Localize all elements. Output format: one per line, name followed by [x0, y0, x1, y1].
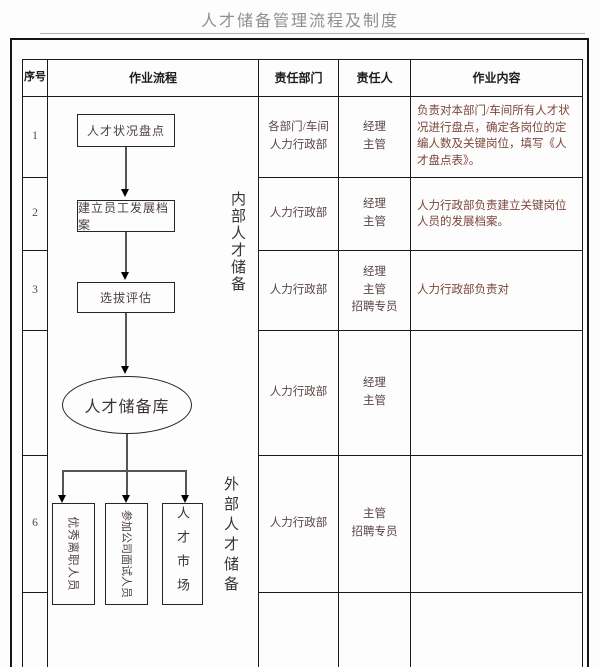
row2-content: 人力行政部负责建立关键岗位人员的发展档案。: [411, 178, 583, 251]
branch-line: [62, 470, 186, 472]
column-header-content: 作业内容: [411, 60, 583, 97]
process-table: 序号 作业流程 责任部门 责任人 作业内容 1 各部门/车间 人力行政部 经理 …: [22, 59, 583, 667]
row1-no: 1: [23, 97, 48, 178]
row4-dept: 人力行政部: [259, 331, 339, 456]
row1-dept: 各部门/车间 人力行政部: [259, 97, 339, 178]
flowchart-merged-cell: [48, 97, 259, 667]
row6-dept: 人力行政部: [259, 456, 339, 593]
flow-branch-departed-staff-label: 优秀离职人员: [66, 516, 79, 592]
arrow-down-icon: [181, 495, 189, 503]
column-header-dept: 责任部门: [259, 60, 339, 97]
flow-branch-interviewees: 参加公司面试人员: [105, 503, 148, 605]
flow-branch-departed-staff: 优秀离职人员: [52, 503, 95, 605]
row2-dept: 人力行政部: [259, 178, 339, 251]
connector-line: [62, 470, 64, 495]
flow-branch-talent-market-label: 人才市场: [175, 506, 190, 602]
arrow-down-icon: [122, 495, 130, 503]
connector-line: [125, 147, 127, 189]
arrow-down-icon: [121, 272, 129, 280]
flow-node-talent-pool: 人才储备库: [62, 376, 192, 434]
page-title: 人才储备管理流程及制度: [200, 13, 399, 30]
document-outer-border: [10, 38, 589, 667]
column-header-no: 序号: [23, 60, 48, 97]
row7-dept: [259, 593, 339, 667]
section-label-external-reserve: 外部人才储备: [222, 476, 238, 596]
arrow-down-icon: [58, 495, 66, 503]
row3-dept: 人力行政部: [259, 251, 339, 331]
flow-branch-interviewees-label: 参加公司面试人员: [119, 510, 132, 598]
row7-content: [411, 593, 583, 667]
column-header-process: 作业流程: [48, 60, 259, 97]
row2-person: 经理 主管: [339, 178, 411, 251]
row7-person: [339, 593, 411, 667]
row2-no: 2: [23, 178, 48, 251]
row7-no: [23, 593, 48, 667]
arrow-down-icon: [121, 189, 129, 197]
connector-line: [185, 470, 187, 495]
row4-content: [411, 331, 583, 456]
flow-branch-talent-market: 人才市场: [162, 503, 203, 605]
row1-content: 负责对本部门/车间所有人才状况进行盘点，确定各岗位的定编人数及关键岗位，填写《人…: [411, 97, 583, 178]
row6-no: 6: [23, 456, 48, 593]
flow-step-selection-evaluation: 选拔评估: [77, 282, 175, 313]
row6-content: [411, 456, 583, 593]
arrow-down-icon: [121, 366, 129, 374]
row4-no: [23, 331, 48, 456]
column-header-person: 责任人: [339, 60, 411, 97]
connector-line: [126, 434, 128, 471]
section-label-internal-reserve: 内部人才储备: [229, 191, 245, 293]
row4-person: 经理 主管: [339, 331, 411, 456]
row3-person: 经理 主管 招聘专员: [339, 251, 411, 331]
title-underline: [40, 33, 585, 34]
connector-line: [125, 232, 127, 272]
flow-step-talent-inventory: 人才状况盘点: [77, 114, 175, 147]
row1-person: 经理 主管: [339, 97, 411, 178]
connector-line: [126, 470, 128, 495]
flow-step-development-file: 建立员工发展档案: [77, 200, 175, 232]
row3-no: 3: [23, 251, 48, 331]
connector-line: [125, 313, 127, 366]
row6-person: 主管 招聘专员: [339, 456, 411, 593]
row3-content: 人力行政部负责对: [411, 251, 583, 331]
